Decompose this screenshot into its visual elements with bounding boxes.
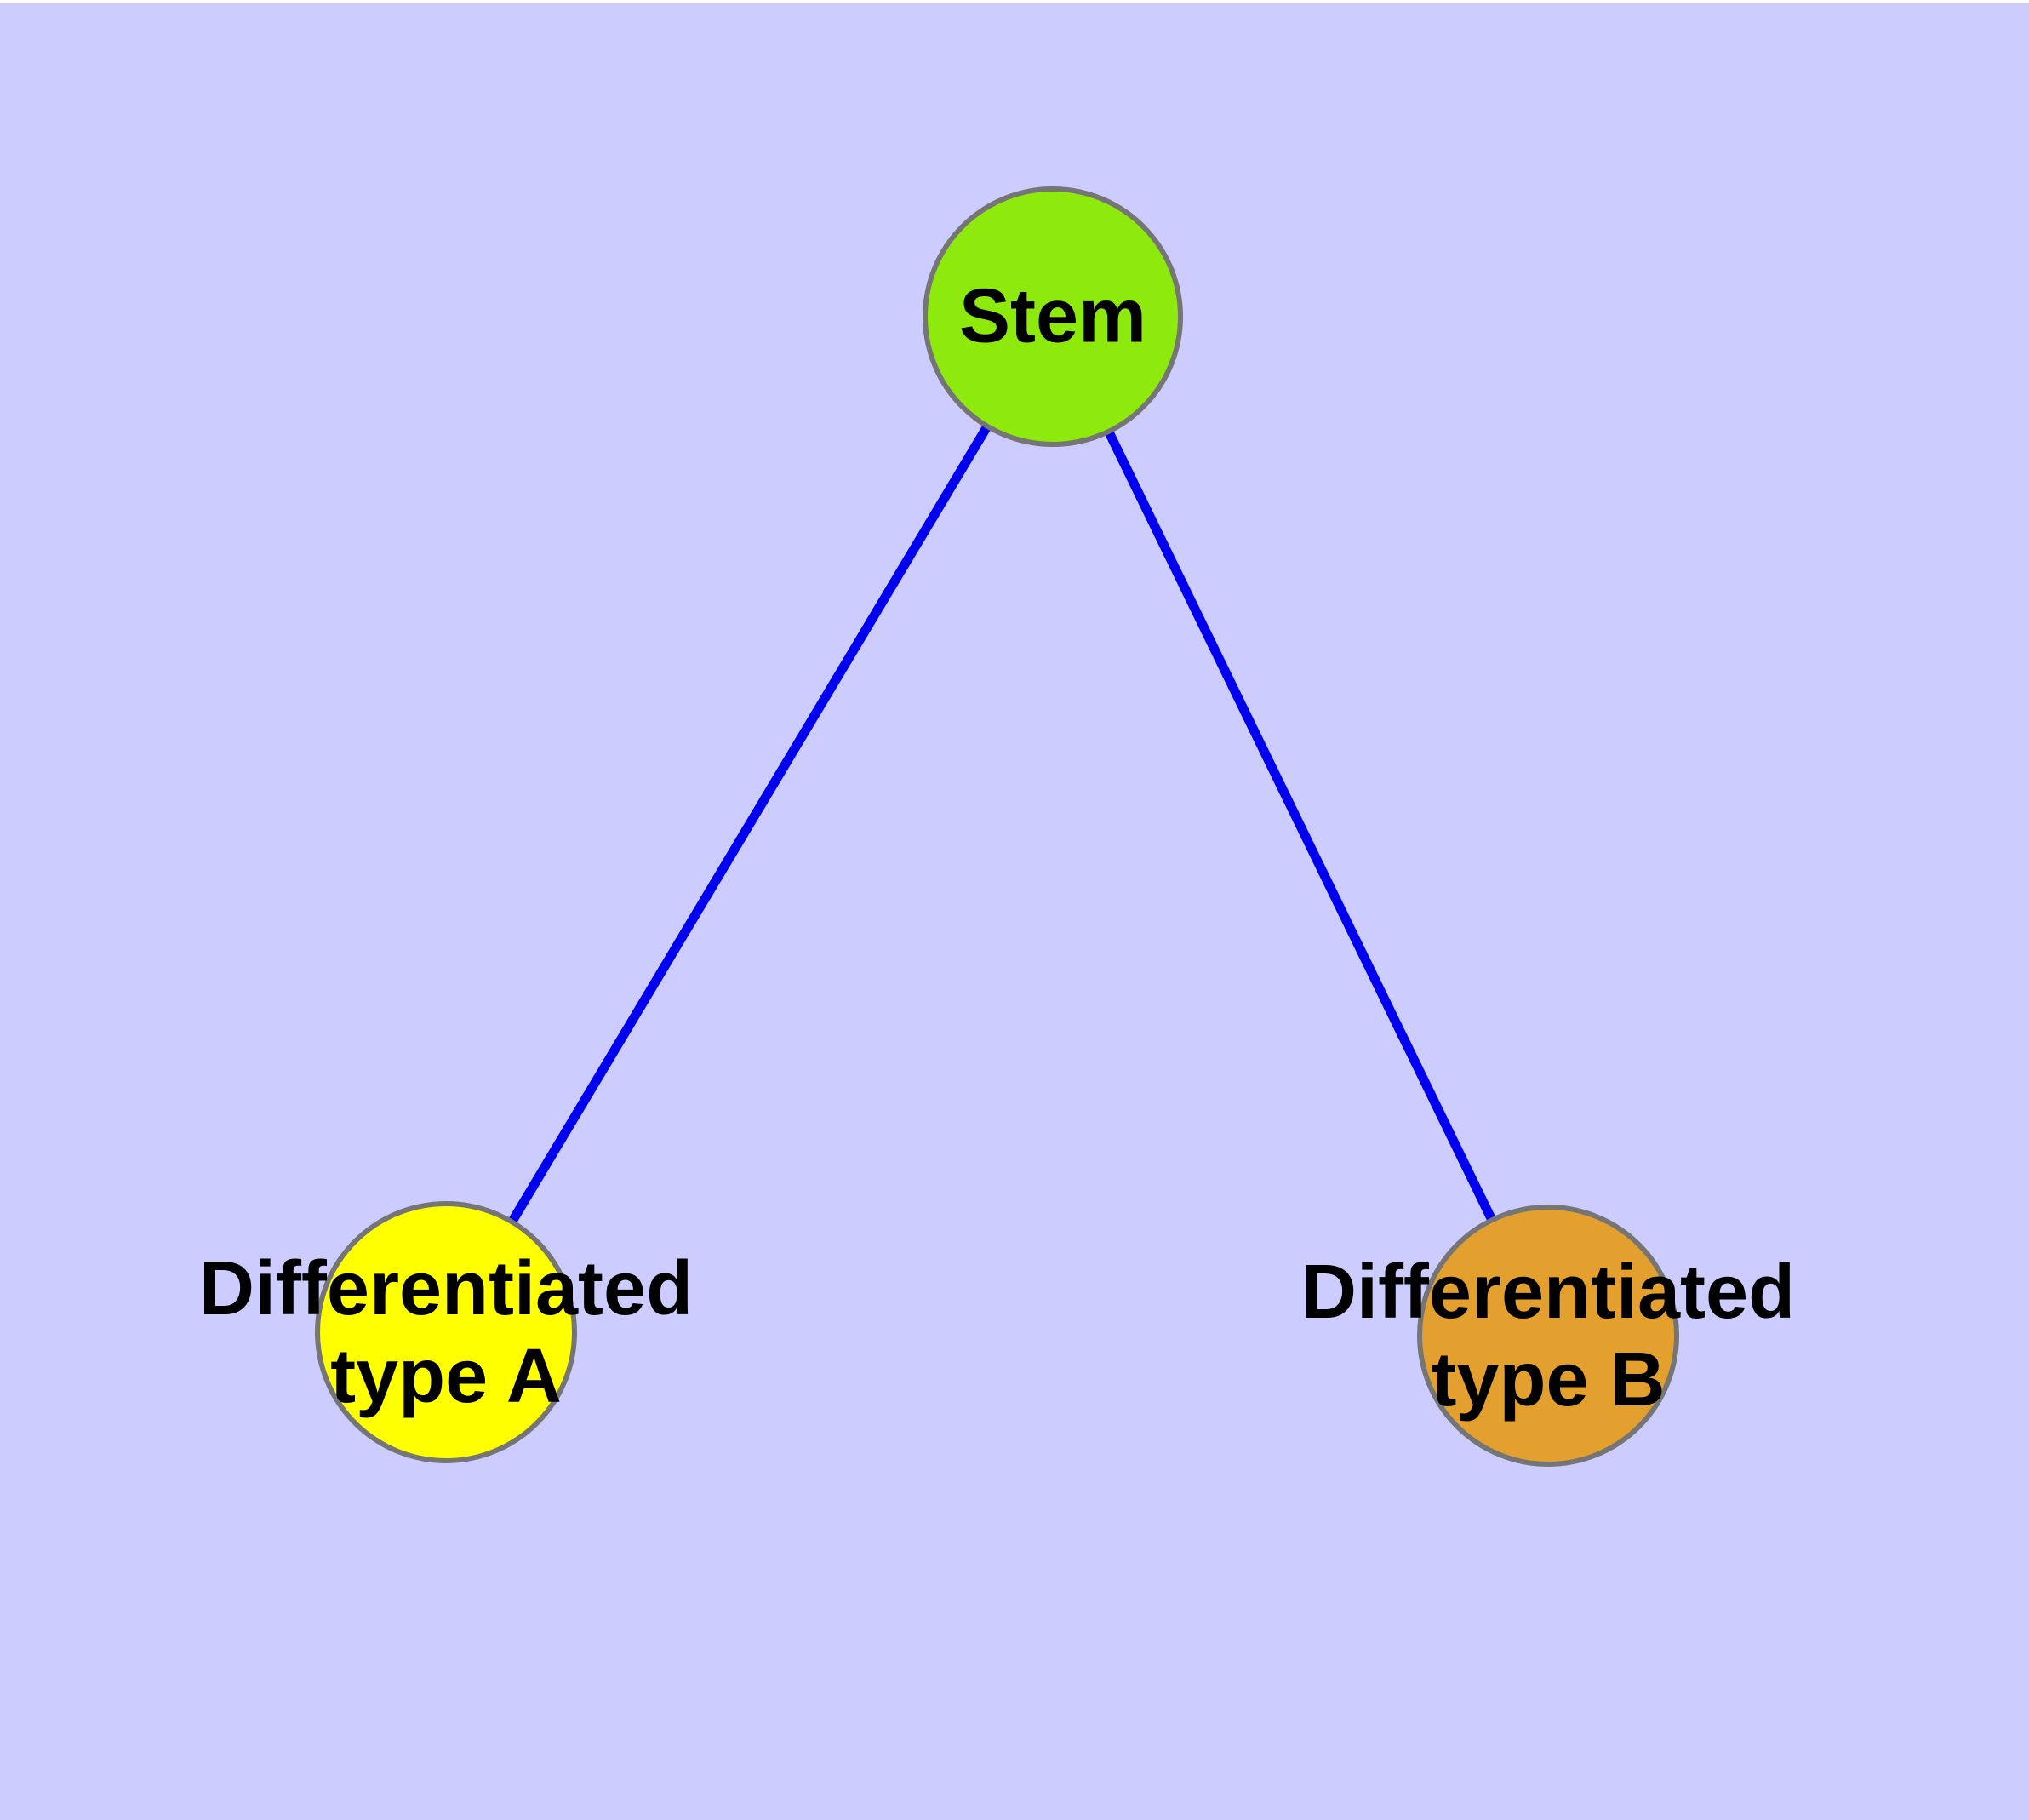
node-type-b-label: Differentiated type B: [1301, 1249, 1795, 1424]
node-type-a-label-line-1: Differentiated: [198, 1246, 694, 1331]
node-stem-label: Stem: [959, 273, 1146, 361]
top-margin-strip: [0, 0, 2029, 3]
node-stem-label-line: Stem: [958, 273, 1147, 359]
node-type-b-label-line-1: Differentiated: [1300, 1250, 1796, 1335]
node-type-b-circle: [1417, 1205, 1679, 1467]
edge-stem-to-type-a: [442, 314, 1057, 1335]
node-type-b-label-line-2: type B: [1431, 1337, 1666, 1422]
node-type-a-label: Differentiated type A: [199, 1245, 693, 1421]
node-type-a-circle: [315, 1201, 577, 1463]
node-type-a-label-line-2: type A: [330, 1334, 562, 1419]
edge-stem-to-type-b: [1049, 314, 1552, 1338]
node-stem-circle: [923, 186, 1183, 447]
